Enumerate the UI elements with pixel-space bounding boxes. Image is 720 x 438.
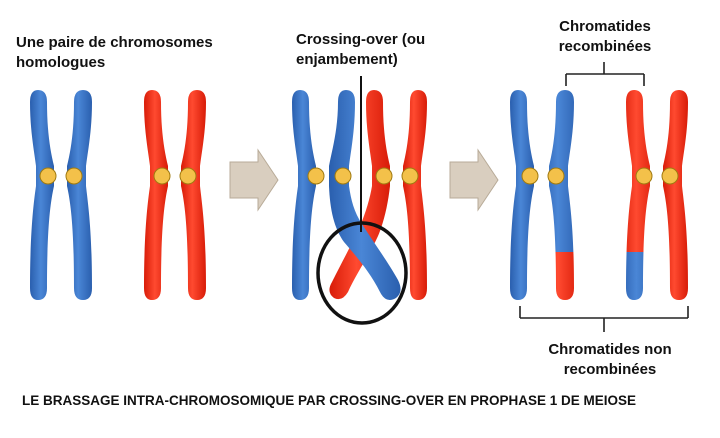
centromere — [179, 167, 197, 185]
diagram-caption: LE BRASSAGE INTRA-CHROMOSOMIQUE PAR CROS… — [22, 393, 637, 408]
arrow-right-icon — [229, 148, 279, 212]
arrow-right-icon — [449, 148, 499, 212]
chromatid-left — [30, 90, 54, 300]
chromatid-right — [181, 90, 206, 300]
label-recombined-chromatids: Chromatides recombinées — [558, 18, 652, 55]
centromere — [661, 167, 679, 185]
centromere — [635, 167, 653, 185]
chromatid-blue-inner — [329, 90, 401, 300]
label-non-recombined-chromatids: Chromatides non recombinées — [548, 341, 672, 378]
centromere — [39, 167, 57, 185]
chromatid-right — [663, 90, 688, 300]
centromere — [375, 167, 393, 185]
chromatid-recombined-red — [626, 90, 650, 300]
centromere — [547, 167, 565, 185]
chromatid-red-outer — [403, 90, 427, 300]
centromere — [307, 167, 325, 185]
centromere — [401, 167, 419, 185]
chromatid-left — [510, 90, 534, 300]
label-homologous-pair: Une paire de chromosomes homologues — [16, 34, 213, 71]
bracket-non-recombined — [519, 306, 689, 332]
chromatid-blue-outer — [292, 90, 316, 300]
chromatid-left — [144, 90, 168, 300]
chromatid-red-inner — [329, 90, 390, 300]
chromosome-red-stage2-centromeres — [375, 167, 419, 185]
chromosome-red-stage1 — [144, 90, 206, 300]
chromosome-red-stage3 — [626, 90, 688, 300]
label-crossing-over: Crossing-over (ou enjambement) — [296, 31, 426, 68]
chromatid-right — [67, 90, 92, 300]
chromosome-blue-stage1 — [30, 90, 92, 300]
centromere — [521, 167, 539, 185]
centromere — [65, 167, 83, 185]
centromere — [334, 167, 352, 185]
centromere — [153, 167, 171, 185]
chromosome-red-stage2 — [329, 90, 427, 300]
bracket-recombined — [565, 62, 645, 86]
crossing-circle — [316, 221, 408, 325]
chromosome-blue-stage3 — [510, 90, 574, 300]
chromosome-blue-stage2 — [292, 90, 401, 300]
chromatid-recombined-blue — [549, 90, 574, 300]
